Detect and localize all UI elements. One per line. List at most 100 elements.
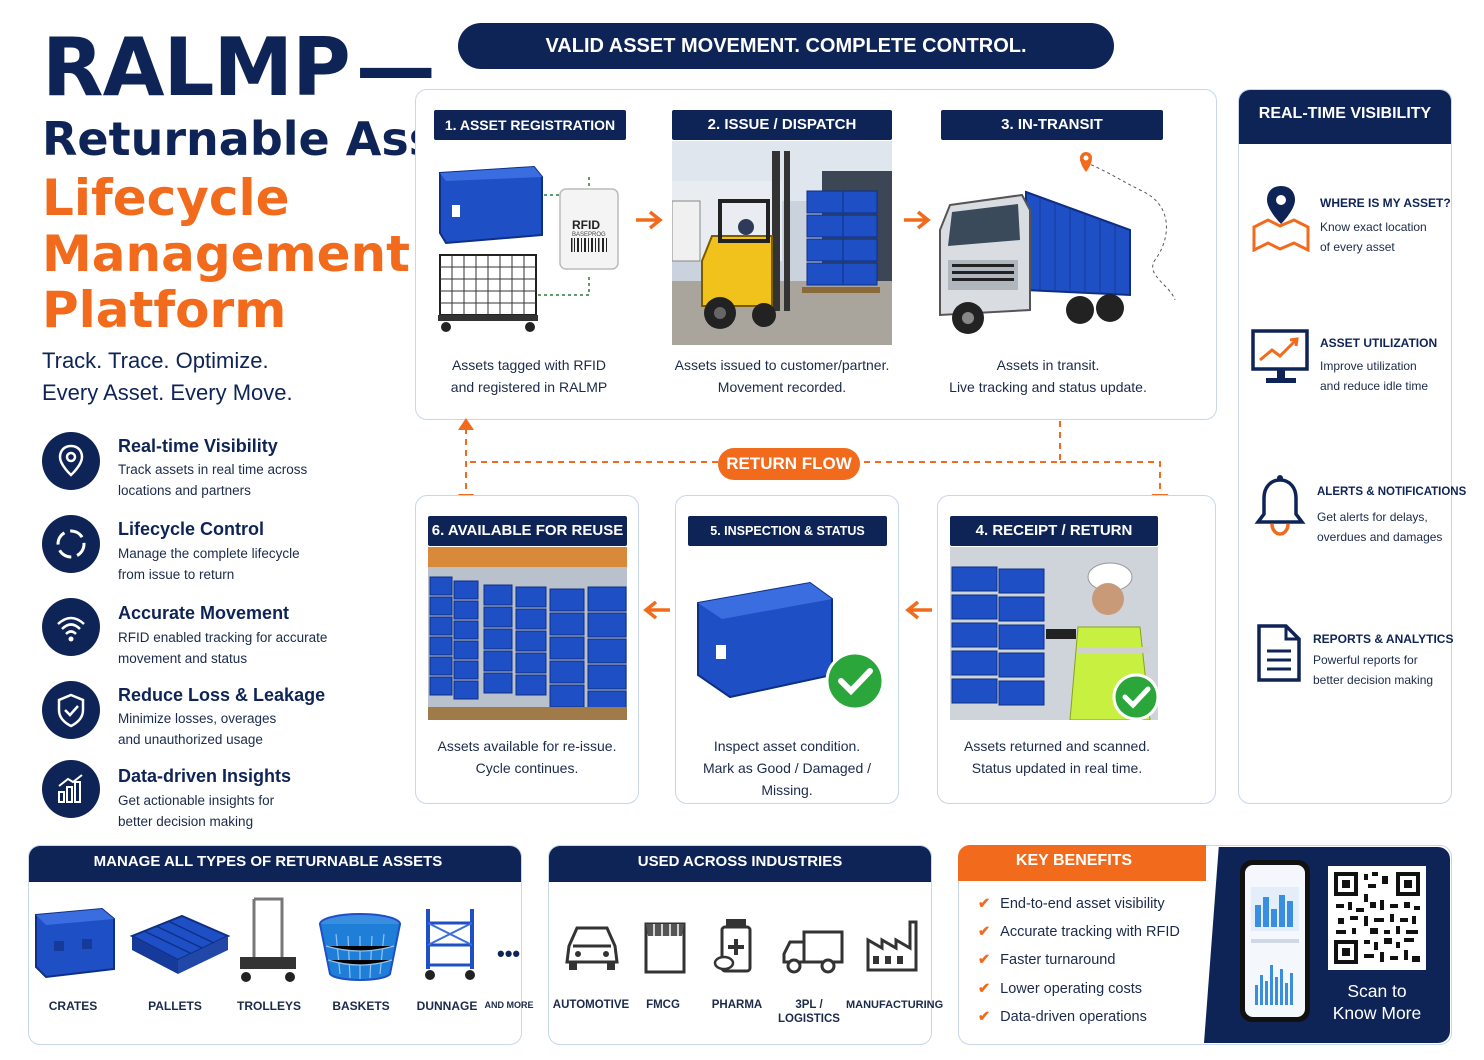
inspected-crate-icon <box>697 581 885 711</box>
subtitle-line-4: Platform <box>42 281 287 339</box>
step-2-caption: Assets issued to customer/partner. Moveme… <box>660 354 904 398</box>
step-6-caption: Assets available for re-issue.Cycle cont… <box>418 735 636 779</box>
qr-code-icon <box>1334 872 1420 964</box>
qr-caption: Scan to Know More <box>1318 980 1436 1024</box>
feature-desc-line: better decision making <box>118 814 254 829</box>
step-1-label: 1. ASSET REGISTRATION <box>434 110 626 140</box>
asset-type-label: DUNNAGE <box>416 999 478 1013</box>
benefit-text: Faster turnaround <box>1000 952 1116 968</box>
benefit-item: ✔ Accurate tracking with RFID <box>978 924 1180 940</box>
asset-type-label: TROLLEYS <box>236 999 301 1013</box>
caption-line: Assets issued to customer/partner. <box>674 357 890 373</box>
barcode-icon <box>571 238 607 252</box>
shield-check-icon <box>42 681 100 739</box>
worker-scanning-icon <box>950 547 1158 720</box>
benefits-header <box>958 845 1206 881</box>
caption-line: Live tracking and status update. <box>949 379 1147 395</box>
caption-line: Inspect asset condition. <box>713 738 861 754</box>
desc-line: better decision making <box>1313 673 1434 687</box>
industry-label: 3PL / <box>795 999 823 1011</box>
step-3-caption: Assets in transit.Live tracking and stat… <box>920 354 1176 398</box>
more-dots-icon: ••• <box>497 941 521 966</box>
step-2-label: 2. ISSUE / DISPATCH <box>672 110 892 140</box>
subtitle-line-1: Returnable Asset <box>42 112 490 166</box>
step-3-truck-image <box>930 150 1200 345</box>
caption-line: and registered in RALMP <box>450 379 608 395</box>
benefits-title: KEY BENEFITS <box>1015 852 1133 869</box>
qr-caption-line: Know More <box>1332 1003 1422 1023</box>
store-icon <box>642 920 688 981</box>
desc-line: Know exact location <box>1320 220 1427 234</box>
asset-type-label: CRATES <box>48 999 98 1013</box>
industry-label: LOGISTICS <box>778 1013 840 1025</box>
industry-label: AUTOMOTIVE <box>552 999 630 1011</box>
industry-label: PHARMA <box>711 999 763 1011</box>
industry-label: MANUFACTURING <box>846 999 944 1011</box>
caption-line: Assets tagged with RFID <box>451 357 607 373</box>
feature-desc-line: locations and partners <box>118 483 251 498</box>
benefit-text: Accurate tracking with RFID <box>1000 924 1180 940</box>
step-6-warehouse-image <box>428 547 627 720</box>
asset-type-label: BASKETS <box>332 999 390 1013</box>
feature-desc-line: Minimize losses, overages <box>118 711 277 726</box>
crate-stack-icon <box>428 547 627 720</box>
arrow-right-icon <box>634 208 666 237</box>
desc-line: of every asset <box>1320 240 1395 254</box>
realtime-panel-title: REAL-TIME VISIBILITY <box>1258 105 1432 122</box>
delivery-truck-icon <box>780 928 846 981</box>
crate-icon <box>32 905 118 990</box>
checkmark-icon: ✔ <box>978 924 991 940</box>
location-pin-icon <box>42 432 100 490</box>
feature-desc-line: Get actionable insights for <box>118 793 275 808</box>
medicine-icon <box>712 915 760 982</box>
caption-line: Movement recorded. <box>717 379 847 395</box>
realtime-item-desc: Get alerts for delays,overdues and damag… <box>1317 507 1447 547</box>
step-4-label: 4. RECEIPT / RETURN <box>950 516 1158 546</box>
tagline-2: Every Asset. Every Move. <box>42 380 293 405</box>
top-banner: VALID ASSET MOVEMENT. COMPLETE CONTROL. <box>458 23 1114 69</box>
industries-title: USED ACROSS INDUSTRIES <box>637 853 843 870</box>
feature-title: Data-driven Insights <box>118 766 292 786</box>
desc-line: and reduce idle time <box>1320 379 1429 393</box>
phone-mockup[interactable] <box>1240 860 1310 1022</box>
step-3-label: 3. IN-TRANSIT <box>941 110 1163 140</box>
feature-desc: Track assets in real time across location… <box>118 459 358 501</box>
basket-icon <box>316 910 404 991</box>
dunnage-rack-icon <box>420 903 482 988</box>
feature-title: Accurate Movement <box>118 603 290 623</box>
subtitle-line-3: Management <box>42 225 411 283</box>
benefit-item: ✔Lower operating costs <box>978 981 1142 997</box>
asset-type-label: PALLETS <box>148 999 202 1013</box>
desc-line: Improve utilization <box>1320 359 1417 373</box>
feature-desc-line: Track assets in real time across <box>118 462 308 477</box>
return-flow-pill: RETURN FLOW <box>718 448 860 480</box>
feature-desc-line: RFID enabled tracking for accurate <box>118 630 328 645</box>
cycle-arrows-icon <box>42 515 100 573</box>
feature-desc-line: and unauthorized usage <box>118 732 263 747</box>
asset-types-title: MANAGE ALL TYPES OF RETURNABLE ASSETS <box>93 853 443 870</box>
caption-line: Mark as Good / Damaged / Missing. <box>702 760 872 798</box>
step-5-inspection-image <box>690 575 890 715</box>
realtime-item-title: REPORTS & ANALYTICS <box>1313 632 1454 646</box>
realtime-item-title: ASSET UTILIZATION <box>1320 336 1438 350</box>
qr-caption-line: Scan to <box>1347 981 1407 1001</box>
feature-title: Reduce Loss & Leakage <box>118 685 326 705</box>
benefit-text: End-to-end asset visibility <box>1000 896 1165 912</box>
rfid-tag-subtext: BASEPROG <box>572 232 606 238</box>
checkmark-icon: ✔ <box>978 981 991 997</box>
feature-desc-line: Manage the complete lifecycle <box>118 546 300 561</box>
feature-desc: Get actionable insights for better decisi… <box>118 790 358 832</box>
trolley-icon <box>236 895 300 990</box>
step-5-label: 5. INSPECTION & STATUS UPDATE <box>688 516 887 568</box>
subtitle-line-2: Lifecycle <box>42 169 290 227</box>
feature-title: Real-time Visibility <box>118 436 278 456</box>
factory-icon <box>864 918 920 979</box>
benefit-item: ✔Data-driven operations <box>978 1009 1147 1025</box>
industries-header <box>549 846 931 882</box>
benefit-item: ✔Faster turnaround <box>978 952 1115 968</box>
caption-line: Cycle continues. <box>475 760 579 776</box>
realtime-item-desc: Know exact location of every asset <box>1320 217 1450 257</box>
qr-code[interactable] <box>1328 866 1426 970</box>
realtime-item-desc: Improve utilization and reduce idle time <box>1320 356 1450 396</box>
